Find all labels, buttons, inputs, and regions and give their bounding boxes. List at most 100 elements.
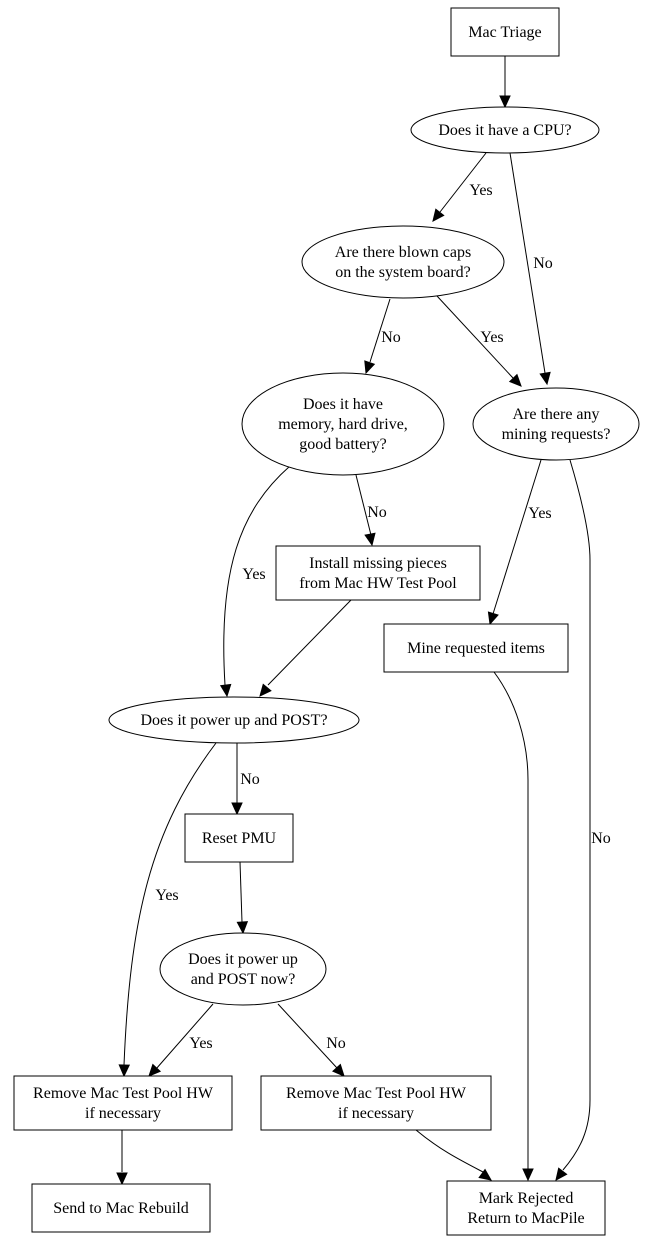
edge-triage-to-cpu	[499, 56, 511, 109]
edge-label: Yes	[189, 1035, 212, 1052]
edge-label: No	[533, 255, 553, 272]
node-mining: Are there any mining requests?	[472, 387, 640, 461]
node-rebuild: Send to Mac Rebuild	[31, 1183, 211, 1233]
node-post2: Does it power up and POST now?	[159, 932, 327, 1006]
edge-line	[277, 1003, 338, 1069]
node-label: on the system board?	[335, 264, 471, 281]
node-label: Mark Rejected	[479, 1190, 574, 1207]
edge-line	[239, 861, 243, 923]
arrowhead-icon	[522, 1168, 534, 1182]
node-label: if necessary	[338, 1105, 414, 1122]
arrowhead-icon	[118, 1064, 131, 1078]
node-post: Does it power up and POST?	[108, 696, 360, 744]
node-remove2: Remove Mac Test Pool HW if necessary	[260, 1075, 492, 1131]
edge-mining-to-reject	[555, 459, 591, 1181]
edge-label: No	[591, 830, 611, 847]
arrowhead-icon	[364, 360, 376, 375]
arrowhead-icon	[539, 371, 551, 386]
node-label: Remove Mac Test Pool HW	[286, 1085, 467, 1102]
edge-remove1-to-rebuild	[116, 1130, 128, 1186]
arrowhead-icon	[432, 208, 445, 222]
edge-label: Yes	[469, 182, 492, 199]
process-box	[275, 545, 481, 601]
edge-line	[355, 474, 372, 536]
edge-parts-to-install	[355, 474, 376, 547]
edge-line	[436, 295, 514, 379]
edge-label: No	[381, 329, 401, 346]
edge-line	[493, 671, 529, 1169]
edge-line	[415, 1129, 484, 1173]
edge-mine-to-reject	[493, 671, 534, 1182]
decision-ellipse	[159, 932, 327, 1006]
node-triage: Mac Triage	[450, 7, 560, 57]
edge-parts-to-post	[219, 465, 291, 698]
arrowhead-icon	[499, 95, 511, 109]
edge-remove2-to-reject	[415, 1129, 492, 1181]
arrowhead-icon	[508, 373, 522, 387]
node-label: Send to Mac Rebuild	[53, 1200, 189, 1217]
node-label: Does it power up and POST?	[140, 712, 327, 729]
node-label: Reset PMU	[202, 830, 277, 847]
arrowhead-icon	[478, 1168, 492, 1181]
edge-line	[509, 152, 546, 374]
node-caps: Are there blown caps on the system board?	[301, 225, 505, 299]
process-box	[184, 813, 294, 863]
node-label: good battery?	[299, 436, 387, 453]
node-cpu: Does it have a CPU?	[410, 106, 600, 154]
edge-label: Yes	[480, 329, 503, 346]
arrowhead-icon	[219, 683, 232, 698]
edge-caps-to-mining	[436, 295, 522, 387]
edge-install-to-post	[259, 599, 352, 697]
node-label: memory, hard drive,	[278, 416, 408, 433]
arrowhead-icon	[332, 1063, 345, 1077]
node-label: if necessary	[85, 1105, 161, 1122]
decision-ellipse	[301, 225, 505, 299]
node-install: Install missing pieces from Mac HW Test P…	[275, 545, 481, 601]
edge-line	[439, 152, 487, 213]
arrowhead-icon	[487, 611, 499, 626]
edge-label: No	[240, 771, 260, 788]
edge-line	[562, 459, 591, 1171]
edge-label: No	[367, 504, 387, 521]
edge-line	[267, 599, 352, 686]
decision-ellipse	[410, 106, 600, 154]
node-mine: Mine requested items	[383, 623, 569, 673]
process-box	[450, 7, 560, 57]
arrowhead-icon	[148, 1063, 162, 1077]
edge-line	[369, 298, 391, 363]
edge-cpu-to-caps	[432, 152, 487, 222]
arrowhead-icon	[259, 683, 272, 697]
edge-mining-to-mine	[487, 459, 542, 626]
edge-post-to-remove1	[118, 742, 217, 1078]
node-label: Does it power up	[188, 951, 298, 968]
arrowhead-icon	[555, 1167, 568, 1181]
decision-ellipse	[108, 696, 360, 744]
node-label: Does it have a CPU?	[438, 122, 571, 139]
edge-caps-to-parts	[364, 298, 391, 375]
process-box	[13, 1075, 233, 1131]
edge-post-to-pmu	[231, 743, 243, 816]
edge-line	[492, 459, 542, 615]
edge-pmu-to-post2	[236, 861, 249, 935]
decision-ellipse	[241, 372, 445, 476]
edge-label: No	[326, 1035, 346, 1052]
node-pmu: Reset PMU	[184, 813, 294, 863]
arrowhead-icon	[116, 1172, 128, 1186]
edge-label: Yes	[155, 887, 178, 904]
node-label: Mine requested items	[407, 640, 545, 657]
arrowhead-icon	[236, 921, 249, 935]
node-label: from Mac HW Test Pool	[299, 575, 457, 592]
node-label: Install missing pieces	[309, 555, 447, 572]
node-label: Mac Triage	[468, 24, 541, 41]
process-box	[446, 1180, 606, 1236]
arrowhead-icon	[364, 532, 376, 547]
node-label: and POST now?	[191, 971, 296, 988]
edge-line	[223, 465, 291, 686]
node-label: mining requests?	[502, 426, 611, 443]
node-label: Are there any	[512, 406, 599, 423]
process-box	[260, 1075, 492, 1131]
node-label: Are there blown caps	[335, 244, 471, 261]
